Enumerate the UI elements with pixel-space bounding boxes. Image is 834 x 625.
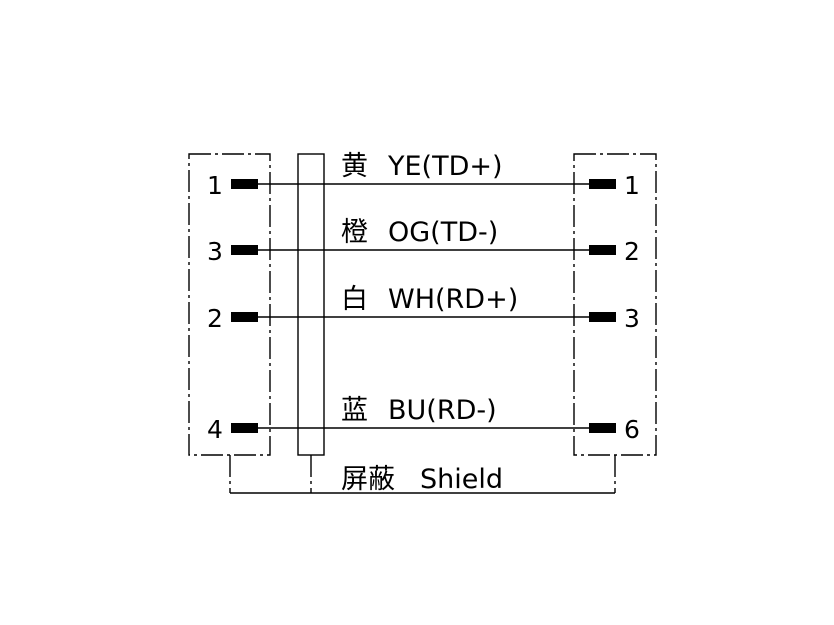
wire-label: BU(RD-) [388, 395, 497, 426]
left-pin-number: 2 [207, 304, 223, 333]
right-pin-number: 2 [624, 237, 640, 266]
left-connector-housing [188, 153, 271, 456]
wire-color-cn: 蓝 [341, 395, 368, 426]
wire-label: YE(TD+) [387, 151, 503, 182]
wire-color-cn: 橙 [341, 217, 368, 248]
wires-group: 1 1 黄 YE(TD+) 3 2 橙 OG(TD-) 2 3 白 WH(RD+) 4 6 蓝 BU(RD-) [207, 151, 640, 444]
left-pin-number: 3 [207, 237, 223, 266]
right-connector-housing [573, 153, 657, 456]
left-pin-contact [231, 245, 258, 255]
right-pin-contact [589, 179, 616, 189]
shield-label-cn: 屏蔽 [341, 464, 395, 495]
right-pin-number: 1 [624, 171, 640, 200]
right-pin-contact [589, 423, 616, 433]
right-pin-contact [589, 312, 616, 322]
wire-label: WH(RD+) [388, 284, 518, 315]
right-pin-number: 3 [624, 304, 640, 333]
left-pin-number: 4 [207, 415, 223, 444]
right-pin-number: 6 [624, 415, 640, 444]
left-pin-number: 1 [207, 171, 223, 200]
left-pin-contact [231, 179, 258, 189]
left-pin-contact [231, 312, 258, 322]
wire-label: OG(TD-) [388, 217, 498, 248]
cable-jacket [297, 153, 325, 456]
wire-color-cn: 白 [341, 284, 368, 315]
wire-color-cn: 黄 [341, 151, 368, 182]
left-pin-contact [231, 423, 258, 433]
right-pin-contact [589, 245, 616, 255]
shield-label: Shield [420, 464, 503, 495]
